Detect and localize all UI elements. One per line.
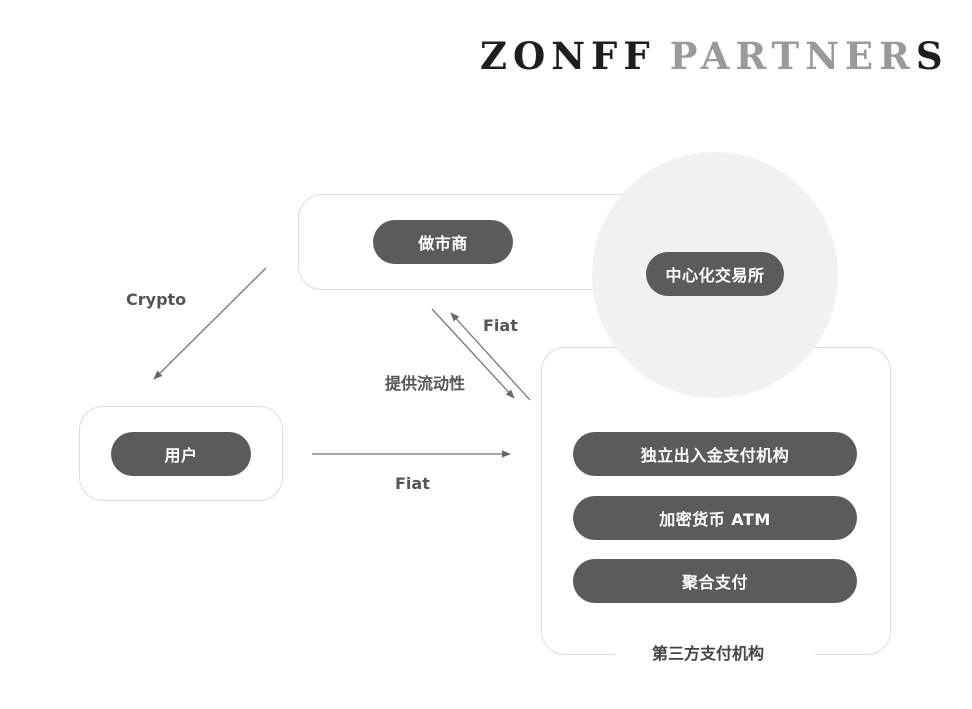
payment-group-caption: 第三方支付机构 bbox=[652, 644, 765, 663]
arrow-fiat-to-market-maker bbox=[450, 312, 531, 401]
edge-label-fiat-top: Fiat bbox=[483, 316, 518, 335]
logo-suffix-last: S bbox=[915, 34, 949, 78]
market-maker-node[interactable]: 做市商 bbox=[373, 220, 513, 264]
arrow-crypto-to-user bbox=[153, 267, 267, 380]
payment-item-independent[interactable]: 独立出入金支付机构 bbox=[573, 432, 857, 476]
arrow-liquidity-to-payment bbox=[431, 308, 515, 399]
edge-label-fiat-bottom: Fiat bbox=[395, 474, 430, 493]
exchange-node[interactable]: 中心化交易所 bbox=[646, 252, 784, 296]
logo-brand: ZONFF bbox=[480, 34, 656, 78]
payment-caption-gap bbox=[615, 650, 815, 656]
payment-item-crypto-atm[interactable]: 加密货币 ATM bbox=[573, 496, 857, 540]
payment-item-aggregated[interactable]: 聚合支付 bbox=[573, 559, 857, 603]
user-node[interactable]: 用户 bbox=[111, 432, 251, 476]
edge-label-crypto: Crypto bbox=[126, 290, 187, 309]
logo-suffix: PARTNER bbox=[669, 34, 916, 78]
edge-label-liquidity: 提供流动性 bbox=[385, 374, 466, 393]
